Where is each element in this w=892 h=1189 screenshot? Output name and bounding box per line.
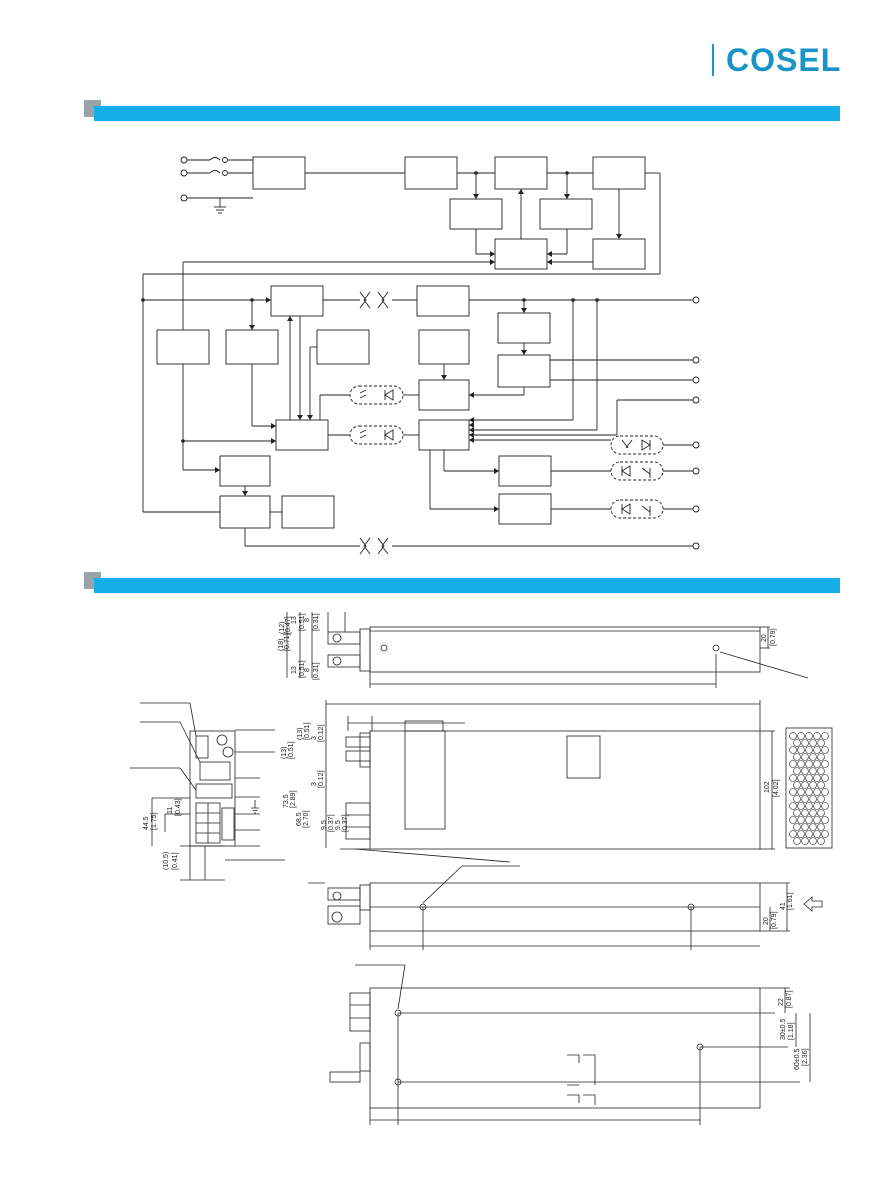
side-view-dimensions: (13) [0.51] (13) [0.51] 3 [0.12] 3 [0.12… bbox=[281, 722, 780, 832]
dim-label: 41 bbox=[780, 902, 787, 910]
dim-label: [0.47] bbox=[285, 616, 292, 634]
dim-label: 9.5 bbox=[335, 820, 342, 830]
dim-label: 30±0.5 bbox=[780, 1019, 787, 1040]
logo-text: COSEL bbox=[726, 42, 842, 78]
dim-label: [1.18] bbox=[788, 1022, 795, 1040]
dim-label: 13 bbox=[291, 666, 298, 674]
dim-label: [0.37] bbox=[342, 814, 349, 832]
side-view bbox=[325, 700, 775, 863]
dim-label: [0.79] bbox=[771, 911, 778, 929]
dim-label: [0.51] bbox=[304, 722, 311, 740]
dim-label: [0.31] bbox=[313, 613, 320, 631]
dim-label: 68.5 bbox=[296, 812, 303, 826]
dim-label: (13) bbox=[297, 728, 304, 740]
optocouplers bbox=[349, 385, 664, 519]
dim-label: [2.70] bbox=[303, 810, 310, 828]
dim-label: [2.36] bbox=[802, 1048, 809, 1066]
section-banner-outline-drawing bbox=[84, 572, 840, 594]
dim-label: 73.5 bbox=[283, 794, 290, 808]
dim-label: 8 bbox=[304, 618, 311, 622]
section-banner-block-diagram bbox=[84, 100, 840, 122]
dim-label: (13) bbox=[281, 747, 288, 759]
front-view-dimensions: 41 [1.61] 20 [0.79] bbox=[763, 892, 794, 929]
dim-label: 9.5 bbox=[321, 820, 328, 830]
dim-label: [0.87] bbox=[786, 990, 793, 1008]
vent-holes bbox=[789, 732, 829, 845]
dim-label: 102 bbox=[764, 781, 771, 793]
logo-divider bbox=[712, 44, 714, 76]
dim-label: [0.51] bbox=[288, 741, 295, 759]
dim-label: (12) bbox=[279, 622, 286, 634]
input-terminals bbox=[180, 156, 253, 214]
top-view-dimensions: 13 [0.51] (12) [0.47] (18) [0.71] 8 [0.3… bbox=[278, 613, 777, 680]
dim-label: [0.43] bbox=[175, 798, 182, 816]
dim-label: [0.37] bbox=[328, 814, 335, 832]
dim-label: [0.31] bbox=[313, 662, 320, 680]
dim-label: 20 bbox=[763, 917, 770, 925]
dim-label: 11 bbox=[167, 807, 174, 814]
dim-label: [0.71] bbox=[284, 633, 291, 651]
cosel-logo: COSEL bbox=[712, 42, 842, 78]
dim-label: 22 bbox=[778, 998, 785, 1006]
banner-band bbox=[94, 578, 840, 593]
bottom-view bbox=[329, 964, 811, 1125]
dim-label: [2.89] bbox=[290, 790, 297, 808]
dim-label: [0.12] bbox=[318, 770, 325, 788]
dim-label: [0.41] bbox=[172, 852, 179, 870]
dim-label: (18) bbox=[278, 639, 285, 651]
dim-label: [4.02] bbox=[773, 779, 780, 797]
dim-label: [1.61] bbox=[787, 892, 794, 910]
dim-label: 3 bbox=[311, 736, 318, 740]
top-view bbox=[286, 612, 809, 688]
dim-label: [0.51] bbox=[299, 613, 306, 631]
terminal-view-dimensions: 44.5 [1.75] 11 [0.43] (10.5) [0.41] bbox=[143, 798, 182, 870]
dim-label: 3 bbox=[311, 782, 318, 786]
bottom-view-dimensions: 22 [0.87] 30±0.5 [1.18] 60±0.5 [2.36] bbox=[778, 990, 809, 1070]
dim-label: [0.79] bbox=[770, 628, 777, 646]
vent-end-view bbox=[785, 727, 833, 849]
banner-band bbox=[94, 106, 840, 121]
dim-label: [1.75] bbox=[151, 812, 158, 830]
dim-label: 8 bbox=[304, 668, 311, 672]
dim-label: 60±0.5 bbox=[794, 1049, 801, 1070]
terminal-view bbox=[130, 702, 285, 881]
diagram-arrowheads bbox=[141, 171, 622, 512]
dim-label: 13 bbox=[291, 616, 298, 624]
dim-label: (10.5) bbox=[163, 852, 170, 870]
dim-label: 44.5 bbox=[143, 816, 150, 830]
dim-label: [0.51] bbox=[299, 660, 306, 678]
front-view bbox=[308, 865, 823, 950]
dim-label: [0.12] bbox=[318, 724, 325, 742]
dim-label: 20 bbox=[761, 634, 768, 642]
